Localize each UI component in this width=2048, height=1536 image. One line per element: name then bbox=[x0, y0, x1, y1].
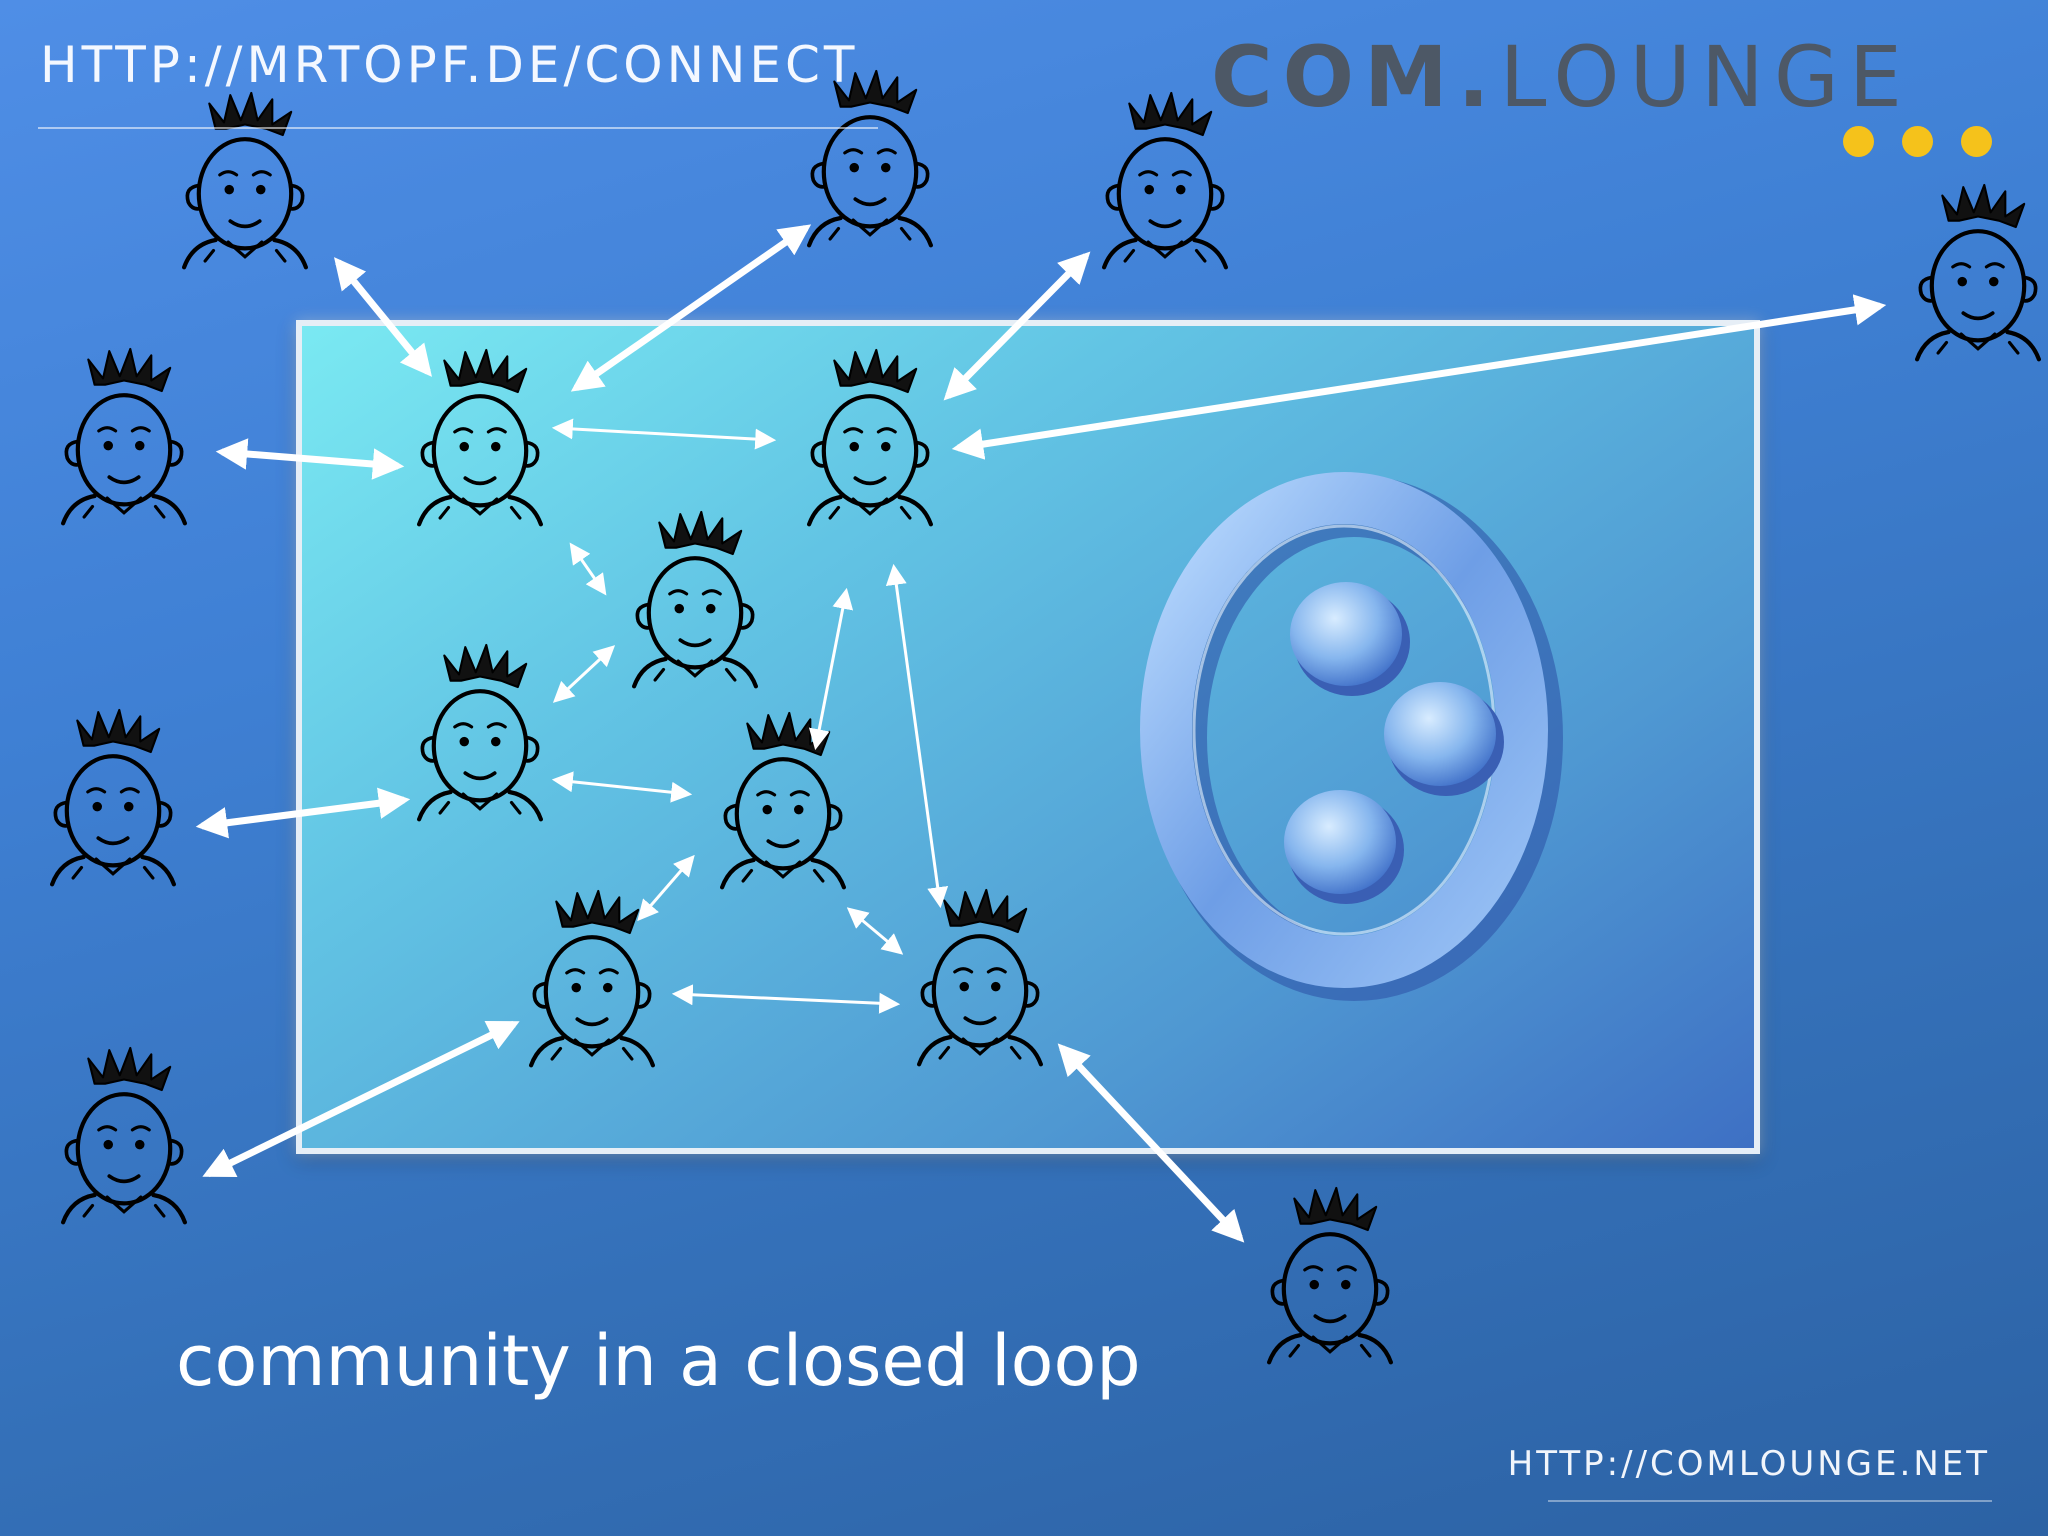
connection-arrow bbox=[202, 1020, 520, 1178]
person-icon bbox=[531, 891, 653, 1065]
person-icon bbox=[419, 645, 541, 819]
brand-logo: COM.LOUNGE bbox=[1211, 28, 1912, 126]
connection-arrow bbox=[552, 645, 616, 703]
arrows-group bbox=[195, 224, 1887, 1243]
connection-arrow bbox=[551, 418, 777, 450]
person-icon bbox=[1917, 185, 2039, 359]
person-icon bbox=[722, 713, 844, 887]
person-icon bbox=[63, 349, 185, 523]
brand-dot bbox=[1902, 126, 1933, 157]
person-icon bbox=[809, 350, 931, 524]
brand-dots bbox=[1843, 126, 1992, 157]
person-icon bbox=[919, 890, 1041, 1064]
connection-arrow bbox=[951, 294, 1887, 460]
person-icon bbox=[52, 710, 174, 884]
connection-arrow bbox=[551, 771, 693, 803]
person-icon bbox=[184, 93, 306, 267]
connection-arrow bbox=[569, 542, 607, 596]
connection-arrow bbox=[885, 563, 949, 909]
connection-arrow bbox=[846, 907, 904, 955]
brand-lounge: LOUNGE bbox=[1499, 28, 1912, 126]
connection-arrow bbox=[215, 438, 405, 480]
loop-logo-icon bbox=[1140, 472, 1563, 1001]
slide-caption: community in a closed loop bbox=[176, 1320, 1141, 1402]
connection-arrow bbox=[570, 224, 812, 392]
person-icon bbox=[63, 1048, 185, 1222]
connection-arrow bbox=[195, 787, 411, 839]
mrtopf-url[interactable]: HTTP://MRTOPF.DE/CONNECT bbox=[40, 36, 859, 94]
person-icon bbox=[1269, 1188, 1391, 1362]
people-group bbox=[52, 71, 2039, 1362]
header-rule bbox=[38, 127, 878, 129]
person-icon bbox=[419, 350, 541, 524]
connection-arrow bbox=[637, 854, 695, 922]
connection-arrow bbox=[808, 587, 854, 751]
person-icon bbox=[809, 71, 931, 245]
connection-arrow bbox=[943, 251, 1091, 401]
connection-arrow bbox=[334, 257, 432, 377]
brand-dot bbox=[1843, 126, 1874, 157]
connection-arrow bbox=[671, 984, 901, 1014]
connection-arrow bbox=[1057, 1043, 1245, 1243]
person-icon bbox=[1104, 93, 1226, 267]
comlounge-url[interactable]: HTTP://COMLOUNGE.NET bbox=[1507, 1444, 1990, 1484]
footer-rule bbox=[1548, 1500, 1992, 1502]
person-icon bbox=[634, 512, 756, 686]
brand-com: COM. bbox=[1211, 28, 1500, 126]
brand-dot bbox=[1961, 126, 1992, 157]
